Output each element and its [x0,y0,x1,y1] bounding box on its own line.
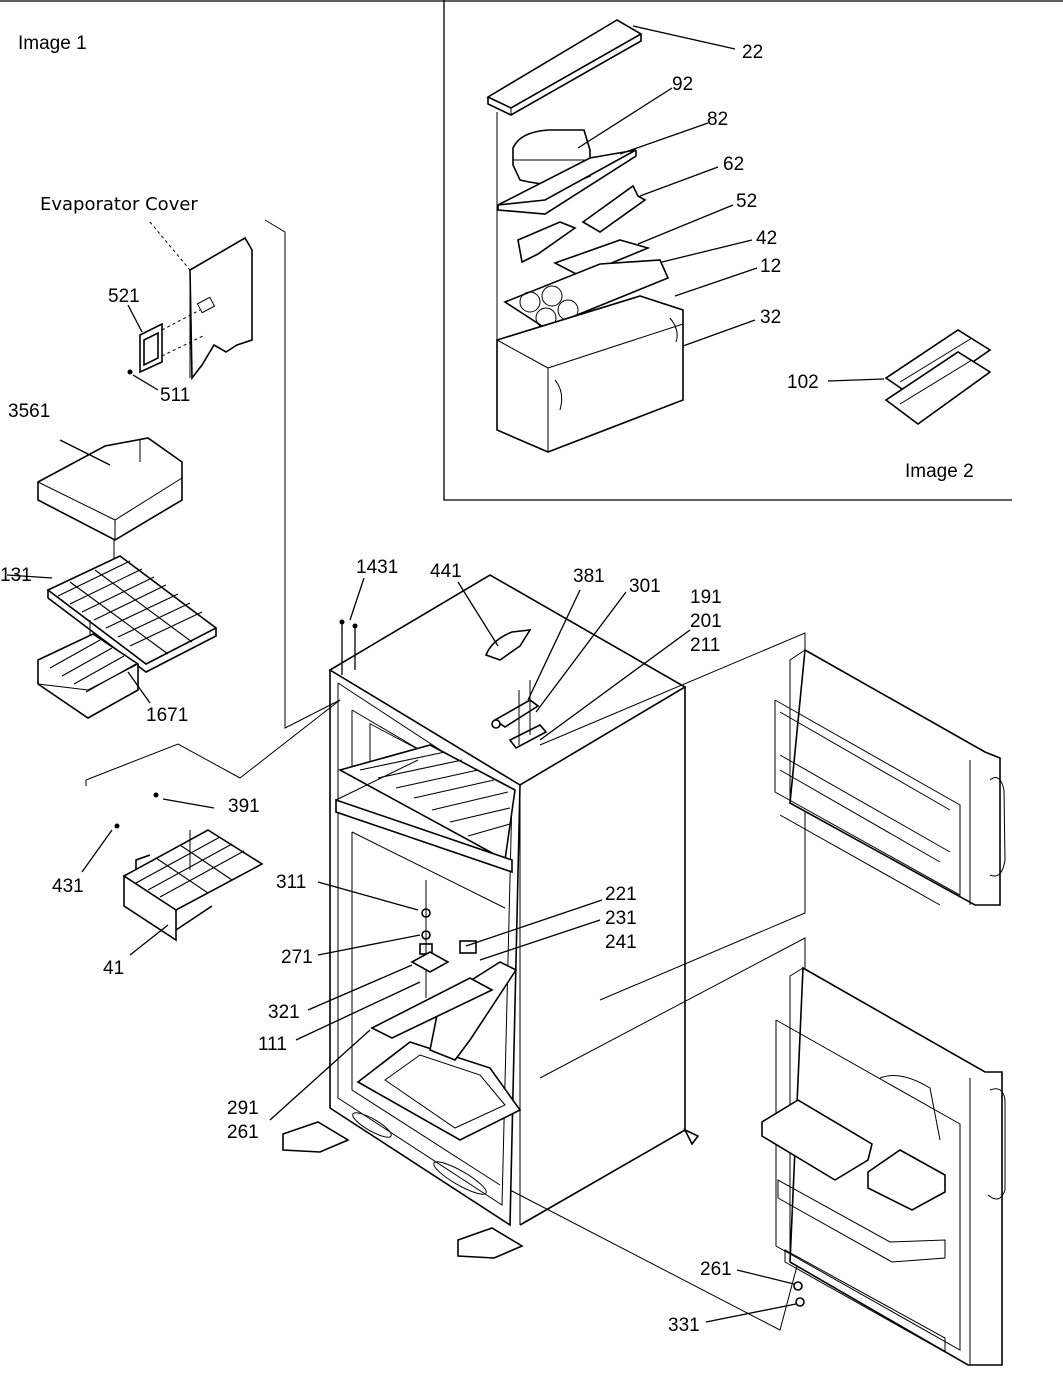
freezer-door [774,648,1006,906]
callout-431: 431 [52,876,84,897]
callout-102: 102 [787,372,819,393]
callout-381: 381 [573,566,605,587]
callout-231: 231 [605,908,637,929]
callout-32: 32 [760,307,781,328]
center-hardware-callouts: 311 271 321 111 221 231 241 291 261 [227,872,637,1143]
callout-311: 311 [276,872,306,893]
image-1-title: Image 1 [18,33,87,54]
callout-241: 241 [605,932,637,953]
callout-41: 41 [103,958,124,979]
callout-62: 62 [723,154,744,175]
part-102-ice-trays [884,329,992,425]
callout-391: 391 [228,796,260,817]
part-82-rack [497,149,637,215]
evaporator-cover-label: Evaporator Cover [40,194,198,215]
image-2-title: Image 2 [905,461,974,482]
part-1671-basket [37,633,139,719]
callout-521: 521 [108,286,140,307]
part-52-tray [552,239,651,277]
part-62-holders [517,184,647,264]
callout-211: 211 [690,635,720,656]
fridge-shelf-41-group: 391 431 41 [52,699,341,979]
callout-301: 301 [629,576,661,597]
callout-131: 131 [0,565,32,586]
part-42-egg-tray [503,259,670,329]
callout-191: 191 [690,587,722,608]
guide-line-evaporator [264,219,341,729]
callout-12: 12 [760,256,781,277]
callout-221: 221 [605,884,637,905]
callout-261-left: 261 [227,1122,259,1143]
callout-92: 92 [672,74,693,95]
callout-1431: 1431 [356,557,398,578]
image-2-frame [443,0,1012,501]
callout-271: 271 [281,947,313,968]
callout-291: 291 [227,1098,259,1119]
callout-1671: 1671 [146,705,188,726]
callout-82: 82 [707,109,728,130]
callout-111: 111 [258,1034,287,1055]
callout-331: 331 [668,1315,700,1336]
freezer-shelf-stack: 3561 131 1671 [0,401,218,726]
fresh-food-door: 261 331 [668,966,1006,1366]
callout-3561: 3561 [8,401,50,422]
callout-511: 511 [160,385,190,406]
part-41-cantilever-shelf [122,829,264,942]
guide-line-fresh-food-door [509,937,806,1331]
callout-261-door: 261 [700,1259,732,1280]
image-2-inset: Image 2 [443,0,1012,501]
part-22-crisper-cover [486,19,643,116]
top-hinge-hardware: 1431 441 381 301 191 201 211 [339,557,722,750]
part-32-crisper-drawer [496,295,684,453]
refrigerator-cabinet [282,574,700,1259]
callout-52: 52 [736,191,757,212]
part-131-wire-shelf [46,555,218,673]
callout-201: 201 [690,611,722,632]
callout-22: 22 [742,42,763,63]
callout-321: 321 [268,1002,300,1023]
callout-441: 441 [430,561,462,582]
evaporator-cover-group: Evaporator Cover 521 511 [40,194,253,406]
part-3561-ice-bin [37,437,183,541]
callout-42: 42 [756,228,777,249]
